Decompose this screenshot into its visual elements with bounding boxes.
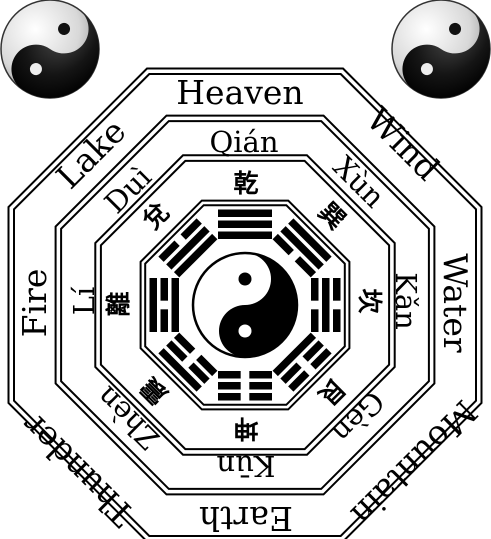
trigram-xun <box>272 218 332 278</box>
han-qian: 乾 <box>233 169 258 198</box>
trigram-line-broken <box>249 382 272 390</box>
trigram-line-broken <box>160 277 168 301</box>
trigram-line-solid <box>171 278 179 332</box>
trigram-gen <box>272 332 332 392</box>
trigram-zhen <box>158 332 218 392</box>
pinyin-li: Lí <box>67 286 101 315</box>
label-fire: Fire <box>15 269 54 338</box>
trigram-line-broken <box>160 309 168 332</box>
trigram-octagon-a <box>139 199 351 411</box>
yin-yang-sphere-right-icon <box>391 0 491 99</box>
trigram-line-solid <box>149 278 157 332</box>
trigram-line-broken <box>196 354 218 377</box>
trigram-line-broken <box>280 362 302 384</box>
trigram-line-broken <box>188 362 210 384</box>
pinyin-kan: Kǎn <box>389 272 423 330</box>
inner-octagon-b <box>99 159 391 451</box>
trigram-line-solid <box>218 209 272 217</box>
pinyin-qian: Qián <box>209 125 278 159</box>
octagon-frames <box>7 67 483 539</box>
inner-octagon-a <box>94 154 396 456</box>
trigram-line-broken <box>272 233 294 256</box>
outer-octagon-a <box>7 67 483 539</box>
trigram-line-broken <box>218 393 241 401</box>
trigram-dui <box>158 218 218 278</box>
trigram-line-solid <box>218 231 272 239</box>
trigram-line-broken <box>302 340 324 362</box>
trigram-line-broken <box>310 348 332 370</box>
trigram-line-broken <box>311 278 319 301</box>
trigram-qian <box>218 209 272 239</box>
trigram-line-broken <box>249 371 272 379</box>
middle-octagon-a <box>54 114 436 496</box>
han-kun: 坤 <box>233 414 258 443</box>
trigram-set <box>149 209 341 401</box>
trigram-kun <box>218 371 272 401</box>
trigram-line-broken <box>249 393 272 401</box>
middle-octagon-b <box>60 120 430 490</box>
trigram-line-solid <box>322 278 330 332</box>
trigram-line-broken <box>218 382 241 390</box>
trigram-line-solid <box>173 233 218 278</box>
yin-yang-sphere-left-icon <box>0 0 100 99</box>
pinyin-kun: Kūn <box>216 449 275 483</box>
trigram-line-solid <box>280 226 324 270</box>
trigram-line-broken <box>166 340 188 362</box>
taijitu-center-icon <box>191 251 299 359</box>
trigram-line-broken <box>311 309 319 333</box>
trigram-line-solid <box>166 226 210 270</box>
trigram-octagon-b <box>144 204 346 406</box>
trigram-line-broken <box>333 278 341 301</box>
trigram-li <box>149 277 179 332</box>
trigram-line-solid <box>218 220 272 228</box>
outer-octagon-b <box>13 73 477 537</box>
trigram-line-broken <box>173 332 196 354</box>
trigram-line-broken <box>294 256 317 278</box>
label-earth: Earth <box>199 499 293 538</box>
label-water: Water <box>436 253 475 353</box>
han-li: 離 <box>104 291 133 316</box>
trigram-line-broken <box>288 370 310 392</box>
trigram-line-solid <box>272 332 317 377</box>
trigram-kan <box>311 278 341 333</box>
han-kan: 坎 <box>355 288 384 313</box>
trigram-line-broken <box>218 371 241 379</box>
trigram-line-broken <box>333 309 341 333</box>
trigram-line-solid <box>288 218 332 262</box>
trigram-line-solid <box>158 348 202 392</box>
label-heaven: Heaven <box>176 73 303 112</box>
trigram-line-broken <box>180 218 202 240</box>
trigram-line-broken <box>158 240 180 262</box>
